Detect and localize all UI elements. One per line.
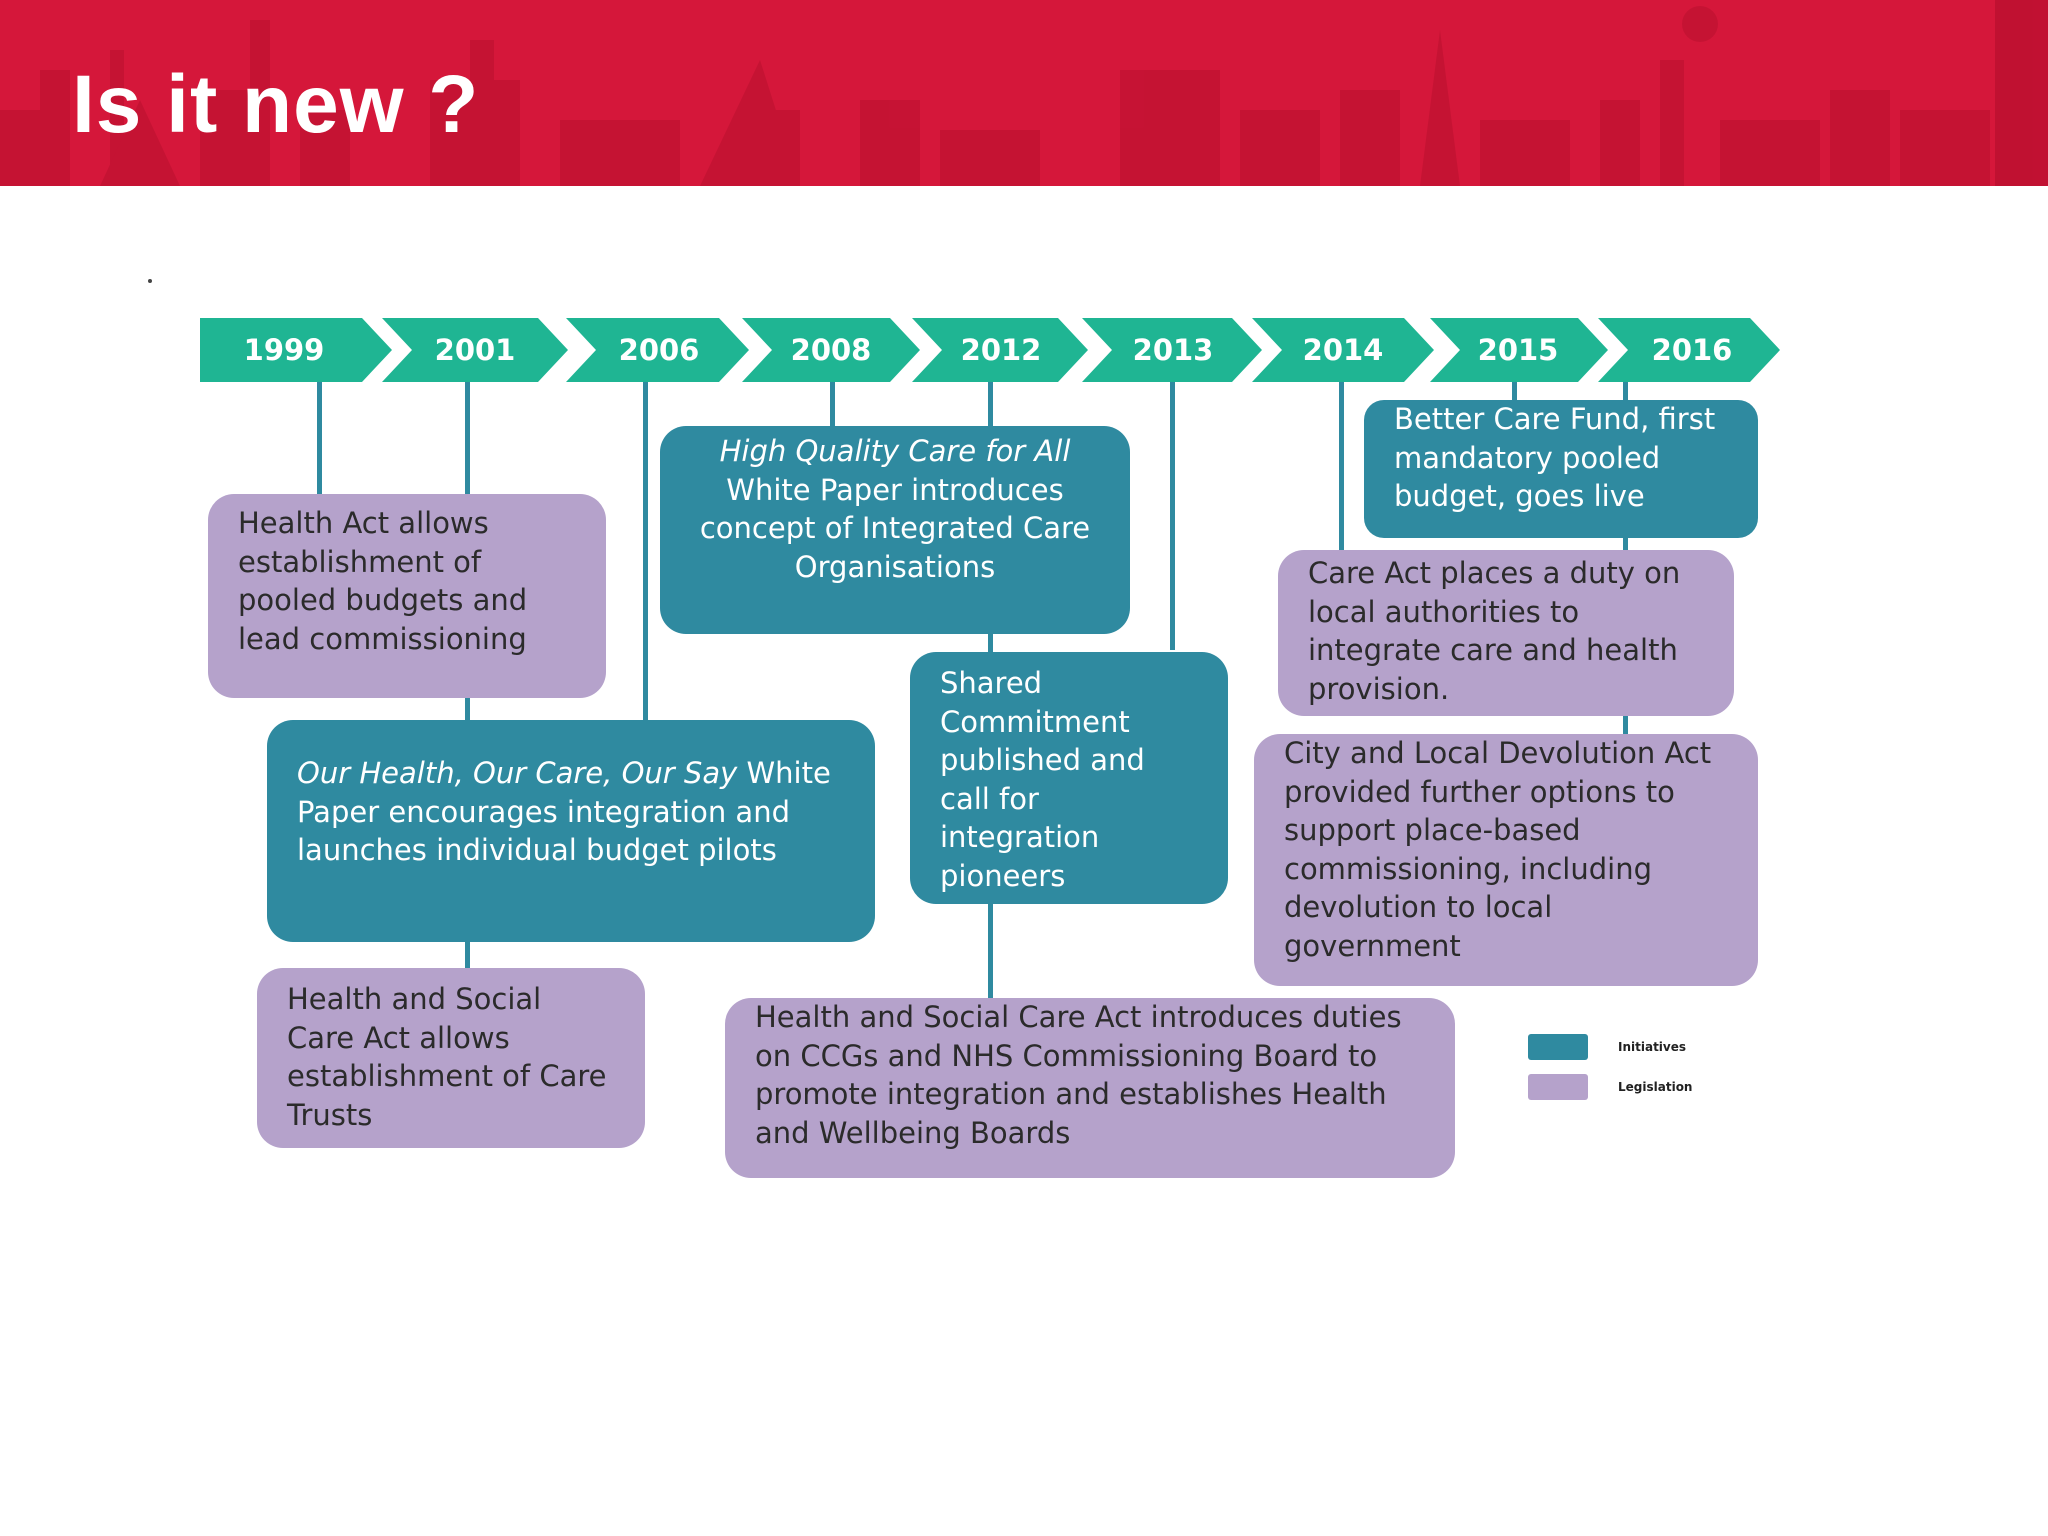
connector-2015 (1512, 382, 1517, 400)
connector-2008 (830, 382, 835, 426)
year-label-2016: 2016 (1651, 333, 1733, 367)
year-label-1999: 1999 (243, 333, 325, 367)
event-shared-commitment-2013: Shared Commitment published and call for… (910, 652, 1228, 904)
event-italic-title: High Quality Care for All (719, 434, 1071, 468)
stray-dot (148, 279, 152, 283)
event-text: White Paper encourages integration and l… (297, 756, 831, 867)
event-health-act-1999: Health Act allows establishment of poole… (208, 494, 606, 698)
connector-2006 (643, 382, 648, 720)
chevron-2016 (1598, 318, 1780, 382)
legend-label-legislation: Legislation (1618, 1080, 1693, 1094)
legend-label-initiatives: Initiatives (1618, 1040, 1687, 1054)
event-text: White Paper introduces concept of Integr… (699, 472, 1091, 584)
connector-2016-b (1623, 538, 1628, 552)
year-label-2001: 2001 (434, 333, 516, 367)
event-text: City and Local Devolution Act provided f… (1284, 736, 1712, 963)
connector-2012-b (988, 632, 993, 652)
event-hsc-act-2012: Health and Social Care Act introduces du… (725, 998, 1455, 1178)
chevron-1999 (200, 318, 392, 382)
slide-title: Is it new ? (72, 59, 480, 150)
connector-2001-a (465, 382, 470, 494)
connector-2001-b (465, 694, 470, 722)
event-high-quality-2008: High Quality Care for All White Paper in… (660, 426, 1130, 634)
year-label-2012: 2012 (960, 333, 1042, 367)
chevron-2014 (1252, 318, 1434, 382)
event-text: Care Act places a duty on local authorit… (1308, 556, 1681, 706)
connector-2016-c (1623, 714, 1628, 734)
event-text: Better Care Fund, first mandatory pooled… (1394, 402, 1716, 513)
city-skyline-graphic (0, 0, 2048, 186)
legend-swatch-initiatives (1528, 1034, 1588, 1060)
chevron-2008 (742, 318, 920, 382)
header-banner: Is it new ? (0, 0, 2048, 186)
event-text: Shared Commitment published and call for… (940, 666, 1145, 893)
year-label-2015: 2015 (1477, 333, 1559, 367)
legend-swatch-legislation (1528, 1074, 1588, 1100)
event-italic-title: Our Health, Our Care, Our Say (297, 756, 738, 790)
connector-2012-a (988, 382, 993, 426)
event-care-act-2014: Care Act places a duty on local authorit… (1278, 550, 1734, 716)
event-better-care-fund-2015: Better Care Fund, first mandatory pooled… (1364, 400, 1758, 538)
event-our-health-2006: Our Health, Our Care, Our Say White Pape… (267, 720, 875, 942)
event-text: Health Act allows establishment of poole… (238, 506, 528, 656)
chevron-2012 (912, 318, 1088, 382)
event-text: Health and Social Care Act allows establ… (287, 982, 607, 1132)
chevron-2013 (1082, 318, 1262, 382)
connector-2014 (1339, 382, 1344, 550)
chevron-2001 (382, 318, 568, 382)
year-label-2008: 2008 (790, 333, 872, 367)
year-label-2006: 2006 (618, 333, 700, 367)
event-hsc-act-2001: Health and Social Care Act allows establ… (257, 968, 645, 1148)
event-devolution-act-2016: City and Local Devolution Act provided f… (1254, 734, 1758, 986)
event-text: Health and Social Care Act introduces du… (755, 1000, 1402, 1150)
chevron-2006 (566, 318, 749, 382)
connector-2012-c (988, 902, 993, 998)
chevron-2015 (1430, 318, 1608, 382)
year-label-2013: 2013 (1132, 333, 1214, 367)
connector-2013 (1170, 382, 1175, 650)
year-label-2014: 2014 (1302, 333, 1384, 367)
connector-2001-c (465, 940, 470, 968)
connector-2016-a (1623, 382, 1628, 400)
connector-1999 (317, 382, 322, 494)
